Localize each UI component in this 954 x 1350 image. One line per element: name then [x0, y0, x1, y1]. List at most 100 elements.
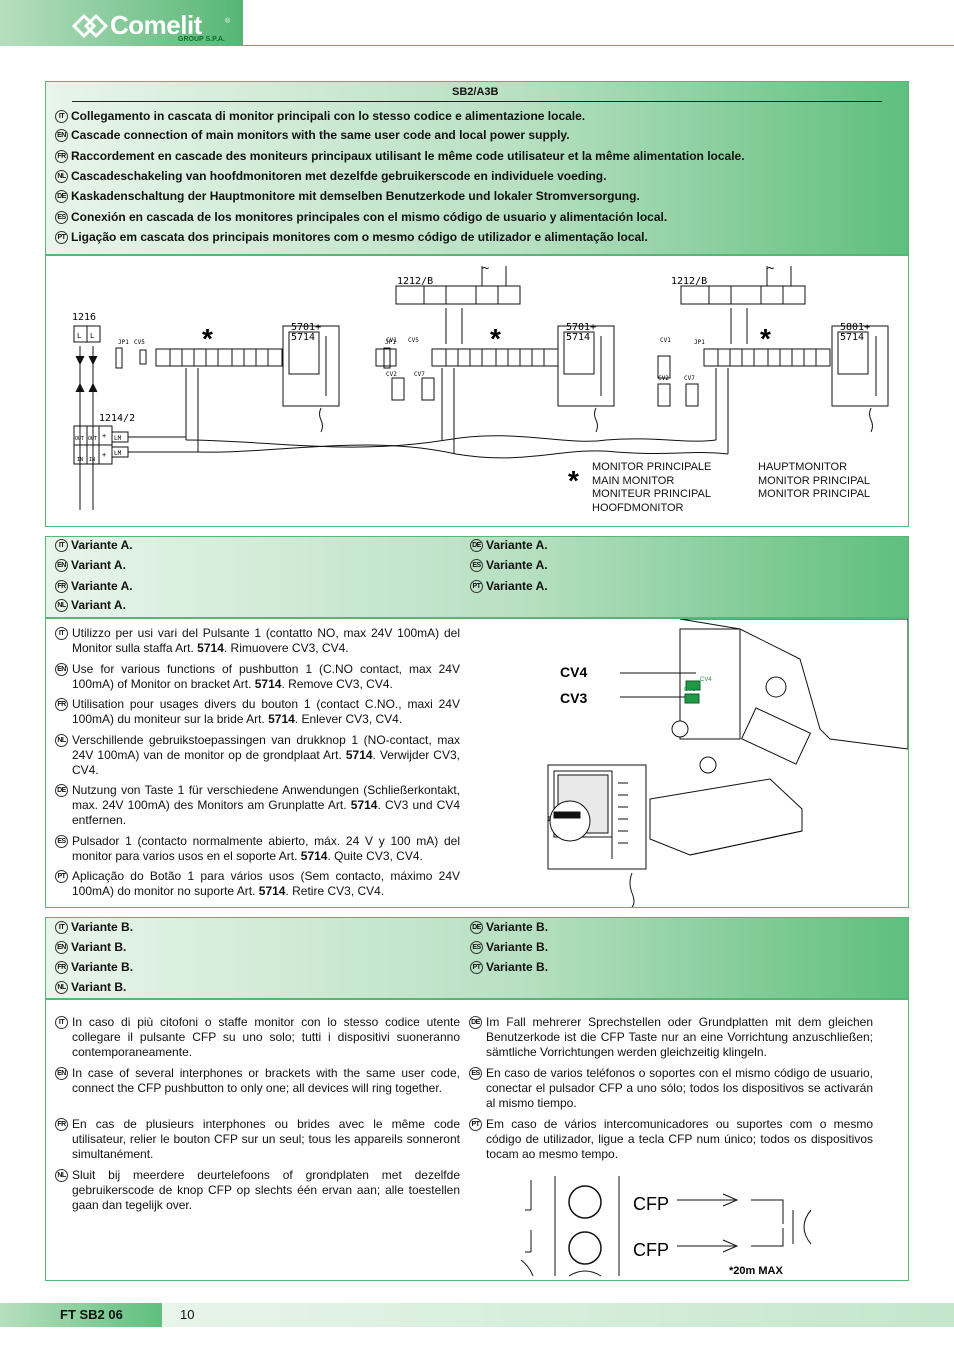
- para-text: Verschillende gebruikstoepassingen van d…: [72, 733, 460, 762]
- label-cv7-3: CV7: [684, 375, 695, 382]
- label-cv5: CV5: [134, 339, 145, 346]
- para-text: In caso di più citofoni o staffe monitor…: [72, 1015, 460, 1059]
- variant-label: Variant B.: [71, 940, 127, 954]
- para-text: Im Fall mehrerer Sprechstellen oder Grun…: [486, 1015, 873, 1059]
- label-monitor1-b: 5714: [291, 332, 315, 343]
- para-text: Nutzung von Taste 1 für verschiedene Anw…: [72, 783, 460, 812]
- lang-badge: FR: [55, 580, 68, 594]
- cv4-label: CV4: [560, 664, 587, 680]
- lang-badge: ES: [470, 941, 483, 955]
- lang-badge: NL: [55, 734, 68, 747]
- variant-label: Variante B.: [486, 920, 549, 934]
- label-cv2-3: CV2: [658, 375, 669, 382]
- brand-name: Comelit: [110, 10, 202, 40]
- header-bar: Comelit ® GROUP S.P.A.: [0, 0, 954, 46]
- heading-text: Collegamento in cascata di monitor princ…: [71, 109, 586, 123]
- lang-badge: EN: [55, 1067, 68, 1080]
- variant-label: Variante B.: [486, 940, 549, 954]
- lang-badge: PT: [55, 870, 68, 883]
- para-b-de: DE Im Fall mehrerer Sprechstellen oder Gr…: [469, 1015, 873, 1060]
- label-jp1-3: JP1: [694, 339, 705, 346]
- lang-badge: IT: [55, 110, 68, 124]
- variant-label: Variante B.: [71, 960, 134, 974]
- para-text: Sluit bij meerdere deurtelefoons of gron…: [72, 1168, 460, 1212]
- variant-label: Variante A.: [71, 579, 133, 593]
- label-1216: 1216: [72, 312, 96, 323]
- lang-badge: ES: [469, 1067, 482, 1080]
- legend-right: HAUPTMONITOR MONITOR PRINCIPAL MONITOR P…: [758, 461, 870, 502]
- cv3-jumper: [684, 693, 700, 704]
- variant-label: Variante A.: [486, 538, 548, 552]
- label-plus-2: +: [102, 451, 106, 459]
- brand-logo: Comelit ® GROUP S.P.A.: [0, 0, 243, 46]
- lang-badge: PT: [470, 961, 483, 975]
- para-text: Utilizzo per usi vari del Pulsante 1 (co…: [72, 626, 460, 655]
- label-tilde: ~: [482, 261, 489, 275]
- lang-badge: IT: [55, 539, 68, 553]
- cfp-label-1: CFP: [633, 1194, 669, 1214]
- star-legend: *: [568, 465, 579, 496]
- lang-badge: DE: [470, 921, 483, 935]
- label-monitor2-b: 5714: [566, 332, 590, 343]
- heading-text: Ligação em cascata dos principais monito…: [71, 230, 648, 244]
- lang-badge: DE: [469, 1016, 482, 1029]
- label-jp1: JP1: [118, 339, 129, 346]
- para-a-nl: NL Verschillende gebruikstoepassingen van…: [55, 733, 460, 778]
- para-text: Em caso de vários intercomunicadores ou …: [486, 1117, 873, 1161]
- label-cv2: CV2: [386, 371, 397, 378]
- lang-badge: PT: [470, 580, 483, 594]
- para-text: . CV3 und CV4 entfernen.: [72, 798, 461, 827]
- variant-b-figure: CFP CFP *20m MAX: [520, 1176, 812, 1277]
- article-number: 5714: [350, 798, 378, 812]
- lang-badge: NL: [55, 599, 68, 613]
- label-out-2: OUT: [88, 436, 97, 442]
- legend-item: HOOFDMONITOR: [592, 501, 684, 514]
- article-number: 5714: [254, 677, 282, 691]
- variant-label: Variant B.: [71, 980, 127, 994]
- cfp-label-2: CFP: [633, 1240, 669, 1260]
- label-plus: +: [102, 432, 106, 440]
- lang-badge: IT: [55, 1016, 68, 1029]
- heading-text: Conexión en cascada de los monitores pri…: [71, 210, 668, 224]
- label-lm-2: LM: [114, 450, 122, 457]
- heading-text: Kaskadenschaltung der Hauptmonitore mit …: [71, 189, 640, 203]
- lang-badge: EN: [55, 663, 68, 676]
- label-tilde-2: ~: [767, 261, 774, 275]
- legend-item: HAUPTMONITOR: [758, 461, 848, 473]
- para-a-de: DE Nutzung von Taste 1 für verschiedene A…: [55, 783, 460, 828]
- label-l-2: L: [90, 332, 94, 340]
- doc-code: FT SB2 06: [0, 1303, 162, 1327]
- lang-badge: DE: [55, 784, 68, 797]
- button-1-label: 1: [547, 816, 551, 823]
- para-text: In case of several interphones or bracke…: [72, 1066, 460, 1095]
- footer: FT SB2 06 10: [0, 1303, 954, 1327]
- label-in-2: IN: [89, 457, 95, 463]
- star-monitor2: *: [490, 323, 501, 354]
- label-in: IN: [77, 457, 83, 463]
- section-title: SB2/A3B: [452, 86, 499, 98]
- section-rule: [72, 101, 882, 102]
- cv3-label: CV3: [560, 690, 587, 706]
- label-1212-a: 1212/B: [397, 276, 433, 287]
- legend-item: MONITOR PRINCIPALE: [592, 461, 712, 473]
- legend-item: MAIN MONITOR: [592, 474, 675, 487]
- para-text: . Retire CV3, CV4.: [285, 884, 385, 898]
- variant-a-figure: CV4 CV3 CV3 CV4 1: [547, 619, 908, 907]
- article-number: 5714: [300, 849, 328, 863]
